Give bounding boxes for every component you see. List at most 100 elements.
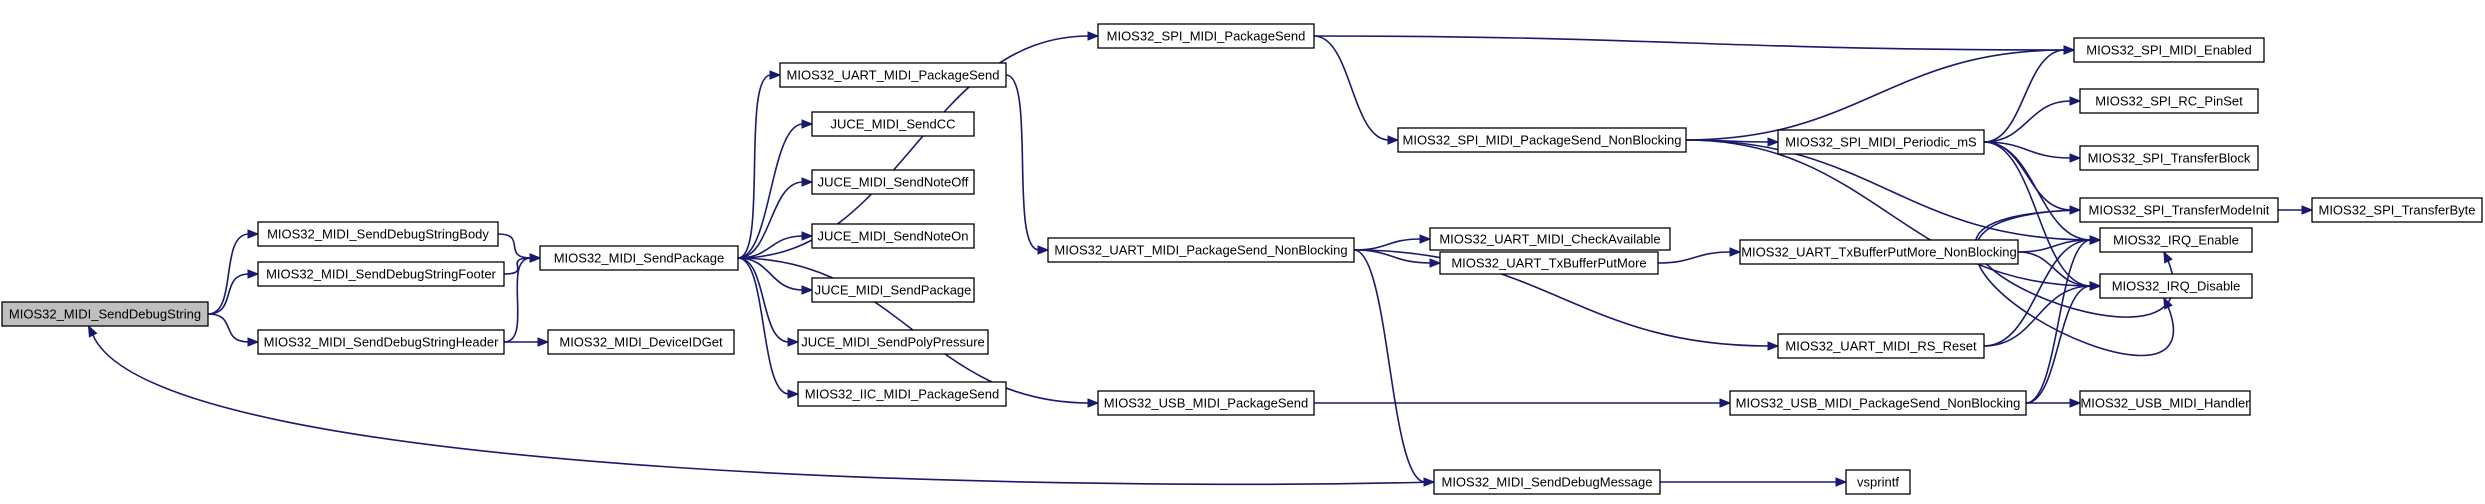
- edge-arrowhead: [529, 253, 542, 263]
- node-uart-package-send[interactable]: MIOS32_UART_MIDI_PackageSend: [779, 62, 1007, 88]
- node-label: MIOS32_UART_TxBufferPutMore_NonBlocking: [1741, 245, 2017, 260]
- node-label: MIOS32_MIDI_SendDebugMessage: [1441, 475, 1652, 490]
- edge-usb-package-send-nb-to-irq-enable: [2025, 235, 2102, 404]
- node-juce-send-note-on[interactable]: JUCE_MIDI_SendNoteOn: [811, 223, 975, 249]
- node-send-debug-string-body[interactable]: MIOS32_MIDI_SendDebugStringBody: [257, 221, 499, 247]
- node-box: [2311, 197, 2483, 223]
- edge-arrowhead: [1419, 234, 1432, 244]
- node-label: MIOS32_MIDI_SendPackage: [554, 251, 725, 266]
- node-box: [547, 329, 735, 355]
- node-spi-transfer-mode-init[interactable]: MIOS32_SPI_TransferModeInit: [2079, 197, 2279, 223]
- edge-arrowhead: [1429, 258, 1442, 268]
- edge-arrowhead: [2069, 96, 2082, 106]
- edge-line: [1983, 100, 2072, 143]
- node-box: [1429, 227, 1671, 251]
- node-label: MIOS32_SPI_MIDI_PackageSend_NonBlocking: [1403, 133, 1682, 148]
- node-juce-send-package[interactable]: JUCE_MIDI_SendPackage: [811, 277, 975, 303]
- node-label: MIOS32_IIC_MIDI_PackageSend: [805, 387, 999, 402]
- node-box: [1729, 390, 2027, 416]
- node-label: MIOS32_UART_MIDI_PackageSend_NonBlocking: [1054, 243, 1347, 258]
- node-send-debug-string-footer[interactable]: MIOS32_MIDI_SendDebugStringFooter: [257, 261, 505, 287]
- edge-send-debug-string-to-send-debug-string-footer: [207, 269, 260, 315]
- edge-line: [207, 313, 250, 343]
- node-irq-enable[interactable]: MIOS32_IRQ_Enable: [2099, 227, 2253, 253]
- edge-usb-package-send-nb-to-irq-disable: [2025, 281, 2102, 404]
- edge-line: [1353, 249, 1426, 483]
- node-label: MIOS32_SPI_MIDI_PackageSend: [1107, 29, 1306, 44]
- node-label: MIOS32_MIDI_SendDebugStringHeader: [264, 335, 500, 350]
- edge-arrowhead: [247, 269, 260, 279]
- node-box: [1439, 251, 1659, 275]
- edge-line: [737, 74, 772, 259]
- node-label: MIOS32_SPI_MIDI_Enabled: [2086, 43, 2251, 58]
- node-label: MIOS32_USB_MIDI_PackageSend: [1104, 396, 1309, 411]
- edge-send-package-to-iic-package-send: [737, 257, 800, 399]
- node-label: MIOS32_USB_MIDI_PackageSend_NonBlocking: [1736, 396, 2021, 411]
- edge-line: [2017, 251, 2092, 287]
- node-uart-tx-buffer-put-more-nb[interactable]: MIOS32_UART_TxBufferPutMore_NonBlocking: [1739, 239, 2019, 265]
- node-send-debug-string-header[interactable]: MIOS32_MIDI_SendDebugStringHeader: [257, 329, 505, 355]
- node-usb-handler[interactable]: MIOS32_USB_MIDI_Handler: [2079, 390, 2251, 416]
- node-spi-enabled[interactable]: MIOS32_SPI_MIDI_Enabled: [2073, 37, 2265, 63]
- call-graph-edges: [87, 31, 2314, 487]
- edge-arrowhead: [1767, 341, 1780, 351]
- edge-usb-package-send-to-usb-package-send-nb: [1314, 398, 1732, 408]
- node-spi-rc-pin-set[interactable]: MIOS32_SPI_RC_PinSet: [2079, 88, 2259, 114]
- edge-arrowhead: [801, 177, 814, 187]
- node-box: [2079, 145, 2259, 171]
- edge-arrowhead: [247, 337, 260, 347]
- edge-line: [737, 257, 790, 343]
- edge-send-package-to-uart-package-send: [737, 70, 782, 259]
- node-label: JUCE_MIDI_SendNoteOff: [818, 175, 969, 190]
- edge-line: [1685, 139, 2092, 287]
- node-usb-package-send[interactable]: MIOS32_USB_MIDI_PackageSend: [1097, 390, 1315, 416]
- edge-send-debug-message-to-vsprintf: [1660, 477, 1848, 487]
- node-box: [539, 245, 739, 271]
- edge-line: [1983, 49, 2066, 143]
- node-irq-disable[interactable]: MIOS32_IRQ_Disable: [2099, 273, 2253, 299]
- node-vsprintf[interactable]: vsprintf: [1845, 469, 1911, 495]
- call-graph-nodes: MIOS32_MIDI_SendDebugStringMIOS32_MIDI_S…: [1, 23, 2483, 495]
- node-label: MIOS32_SPI_RC_PinSet: [2095, 94, 2243, 109]
- node-uart-package-send-nb[interactable]: MIOS32_UART_MIDI_PackageSend_NonBlocking: [1047, 237, 1355, 263]
- node-spi-transfer-block[interactable]: MIOS32_SPI_TransferBlock: [2079, 145, 2259, 171]
- edge-arrowhead: [2069, 398, 2082, 408]
- edge-send-debug-message-to-send-debug-string: [87, 324, 1435, 486]
- node-juce-send-cc[interactable]: JUCE_MIDI_SendCC: [811, 111, 975, 137]
- node-spi-transfer-byte[interactable]: MIOS32_SPI_TransferByte: [2311, 197, 2483, 223]
- edge-spi-periodic-to-spi-rc-pin-set: [1983, 96, 2082, 143]
- edge-spi-transfer-mode-init-to-spi-transfer-byte: [2277, 205, 2314, 215]
- node-send-package[interactable]: MIOS32_MIDI_SendPackage: [539, 245, 739, 271]
- node-uart-rs-reset[interactable]: MIOS32_UART_MIDI_RS_Reset: [1777, 333, 1985, 359]
- node-spi-periodic[interactable]: MIOS32_SPI_MIDI_Periodic_mS: [1777, 129, 1985, 155]
- node-box: [811, 277, 975, 303]
- node-iic-package-send[interactable]: MIOS32_IIC_MIDI_PackageSend: [797, 381, 1007, 407]
- edge-arrowhead: [787, 389, 800, 399]
- edge-line: [1685, 139, 2092, 241]
- node-juce-send-note-off[interactable]: JUCE_MIDI_SendNoteOff: [811, 169, 975, 195]
- node-box: [2099, 227, 2253, 253]
- edge-line: [2017, 239, 2092, 253]
- node-box: [1097, 390, 1315, 416]
- node-usb-package-send-nb[interactable]: MIOS32_USB_MIDI_PackageSend_NonBlocking: [1729, 390, 2027, 416]
- node-spi-package-send[interactable]: MIOS32_SPI_MIDI_PackageSend: [1097, 23, 1315, 49]
- edge-arrowhead: [787, 337, 800, 347]
- node-juce-send-poly-pressure[interactable]: JUCE_MIDI_SendPolyPressure: [797, 329, 989, 355]
- edge-line: [1657, 251, 1732, 264]
- edge-line: [503, 257, 532, 343]
- node-send-debug-string[interactable]: MIOS32_MIDI_SendDebugString: [1, 301, 209, 327]
- edge-spi-package-send-nb-to-spi-enabled: [1685, 45, 2076, 141]
- node-send-debug-message[interactable]: MIOS32_MIDI_SendDebugMessage: [1433, 469, 1661, 495]
- node-label: MIOS32_IRQ_Disable: [2112, 279, 2241, 294]
- edge-arrowhead: [537, 337, 550, 347]
- node-uart-check-available[interactable]: MIOS32_UART_MIDI_CheckAvailable: [1429, 227, 1671, 251]
- edge-line: [2025, 285, 2092, 404]
- node-device-id-get[interactable]: MIOS32_MIDI_DeviceIDGet: [547, 329, 735, 355]
- edge-line: [1983, 141, 2072, 159]
- node-label: MIOS32_MIDI_SendDebugStringBody: [267, 227, 489, 242]
- node-box: [2079, 88, 2259, 114]
- node-uart-tx-buffer-put-more[interactable]: MIOS32_UART_TxBufferPutMore: [1439, 251, 1659, 275]
- node-spi-package-send-nb[interactable]: MIOS32_SPI_MIDI_PackageSend_NonBlocking: [1397, 127, 1687, 153]
- edge-arrowhead: [2069, 153, 2082, 163]
- edge-arrowhead: [1087, 31, 1100, 41]
